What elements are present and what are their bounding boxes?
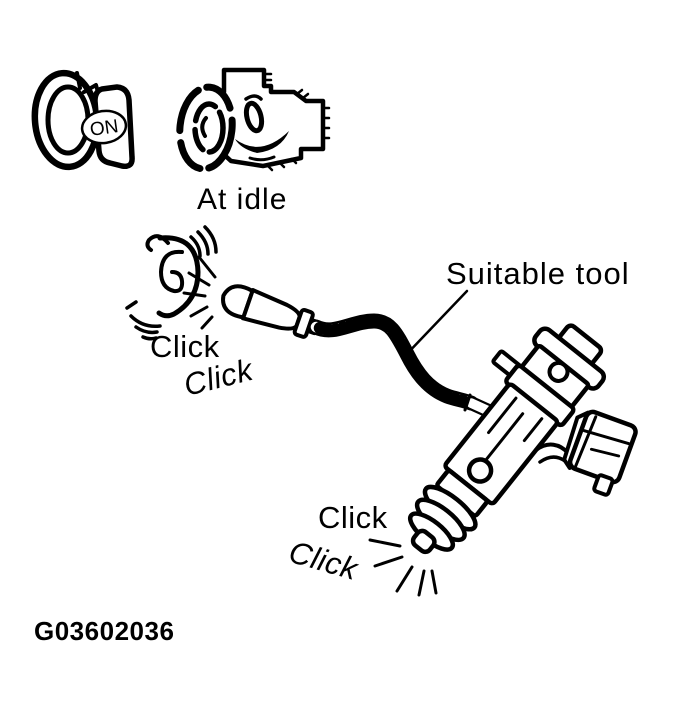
key-on-label: ON	[89, 116, 120, 141]
connector-edge-line	[573, 415, 598, 469]
injector-upper-hole	[547, 360, 570, 383]
sound-burst-lower	[368, 538, 438, 597]
probe-flexible-shaft	[308, 313, 500, 420]
connector-face-line	[589, 447, 621, 458]
engine-block	[216, 67, 326, 169]
suitable-tool-label: Suitable tool	[446, 256, 630, 291]
engine-running-icon	[176, 67, 331, 173]
click-label-lower-1: Click	[318, 500, 388, 535]
engine-fan-core	[200, 116, 208, 138]
injector-body-highlight-lines	[480, 396, 544, 467]
key-on-oval	[80, 109, 128, 145]
ear-sound-wave-arcs	[125, 300, 162, 341]
shaft-texture	[313, 314, 474, 409]
engine-eye	[243, 100, 265, 134]
engine-chin-line	[248, 155, 276, 162]
click-label-lower-2: Click	[285, 534, 363, 587]
sound-burst-upper	[182, 255, 217, 330]
key-blade-tip	[75, 71, 82, 90]
sounding-probe-tool-icon	[221, 284, 322, 339]
engine-fan-inner	[192, 101, 226, 155]
lock-cylinder-inner	[45, 84, 91, 156]
engine-hatch-marks	[264, 72, 331, 172]
connector-lock-tab	[592, 473, 615, 497]
shaft-tip-divider	[463, 393, 472, 412]
injector-connector-icon	[562, 409, 638, 497]
engine-eyebrow	[244, 94, 263, 101]
suitable-tool-leader-line	[401, 289, 469, 360]
ear-vibration-arcs	[189, 225, 218, 258]
engine-smile	[235, 131, 289, 153]
connector-housing	[567, 409, 638, 485]
connector-fold-line	[582, 429, 631, 446]
ear-inner-curve	[159, 249, 185, 294]
figure-id-label: G03602036	[34, 616, 174, 646]
fuel-injector-icon	[407, 323, 607, 555]
at-idle-label: At idle	[197, 183, 287, 216]
click-label-upper-1: Click	[150, 329, 220, 364]
ignition-key-on-icon: ON	[31, 69, 135, 171]
injector-body-hole	[466, 457, 494, 484]
injector-tip-nozzle	[410, 528, 437, 555]
